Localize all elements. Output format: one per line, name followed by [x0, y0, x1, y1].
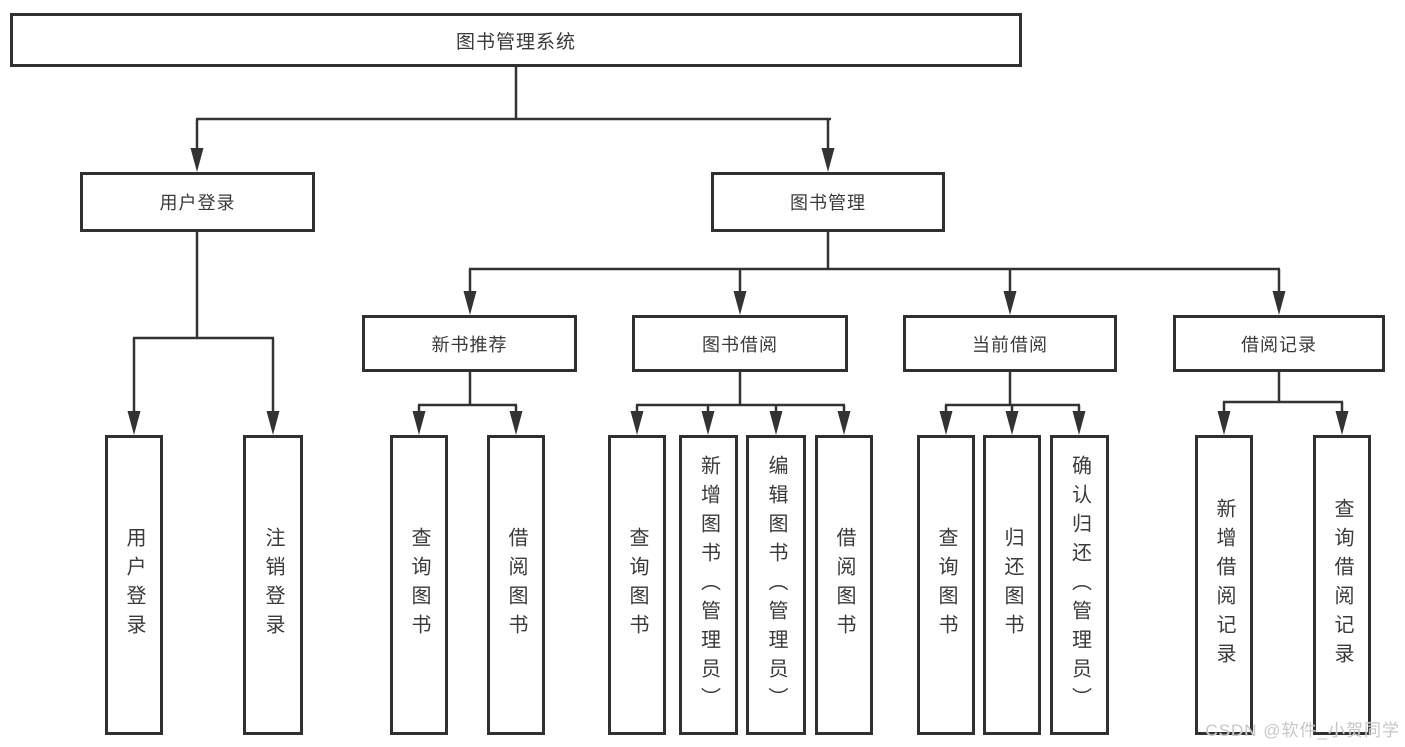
leaf-user-login: 用户登录 [105, 435, 163, 735]
csdn-watermark: CSDN @软件_小贺同学 [1205, 721, 1400, 740]
leaf-borrow-books-1: 借阅图书 [487, 435, 545, 735]
leaf-confirm-return-admin: 确认归还（管理员） [1050, 435, 1109, 735]
node-label: 确认归还（管理员） [1068, 454, 1091, 716]
node-label: 注销登录 [262, 527, 284, 643]
node-book-borrowing: 图书借阅 [632, 315, 848, 372]
node-label: 查询图书 [935, 527, 957, 643]
node-label: 用户登录 [159, 193, 236, 213]
node-new-book-recommend: 新书推荐 [362, 315, 577, 372]
leaf-query-books-3: 查询图书 [917, 435, 975, 735]
node-current-borrowing: 当前借阅 [903, 315, 1117, 372]
node-label: 归还图书 [1001, 527, 1023, 643]
node-label: 查询借阅记录 [1331, 498, 1353, 672]
node-library-management-system: 图书管理系统 [10, 13, 1022, 67]
node-label: 图书管理系统 [455, 31, 576, 53]
node-label: 图书借阅 [702, 334, 778, 355]
node-label: 新增借阅记录 [1213, 498, 1235, 672]
node-user-login-branch: 用户登录 [80, 172, 315, 232]
node-label: 当前借阅 [972, 334, 1048, 355]
node-label: 查询图书 [626, 527, 648, 643]
node-label: 用户登录 [123, 527, 145, 643]
leaf-return-books: 归还图书 [983, 435, 1041, 735]
leaf-query-books-1: 查询图书 [390, 435, 448, 735]
node-label: 借阅图书 [833, 527, 855, 643]
node-label: 新书推荐 [431, 334, 508, 355]
node-label: 编辑图书（管理员） [765, 454, 787, 716]
leaf-add-borrow-record: 新增借阅记录 [1195, 435, 1253, 735]
node-label: 新增图书（管理员） [697, 454, 720, 716]
node-label: 图书管理 [790, 193, 866, 213]
leaf-edit-books-admin: 编辑图书（管理员） [746, 435, 806, 735]
node-book-management-branch: 图书管理 [711, 172, 945, 232]
node-label: 查询图书 [408, 527, 430, 643]
node-label: 借阅图书 [505, 527, 527, 643]
node-borrowing-records: 借阅记录 [1173, 315, 1385, 372]
leaf-logout: 注销登录 [243, 435, 303, 735]
leaf-borrow-books-2: 借阅图书 [815, 435, 873, 735]
leaf-add-books-admin: 新增图书（管理员） [679, 435, 738, 735]
leaf-query-borrow-record: 查询借阅记录 [1313, 435, 1371, 735]
leaf-query-books-2: 查询图书 [608, 435, 666, 735]
node-label: 借阅记录 [1241, 334, 1317, 355]
